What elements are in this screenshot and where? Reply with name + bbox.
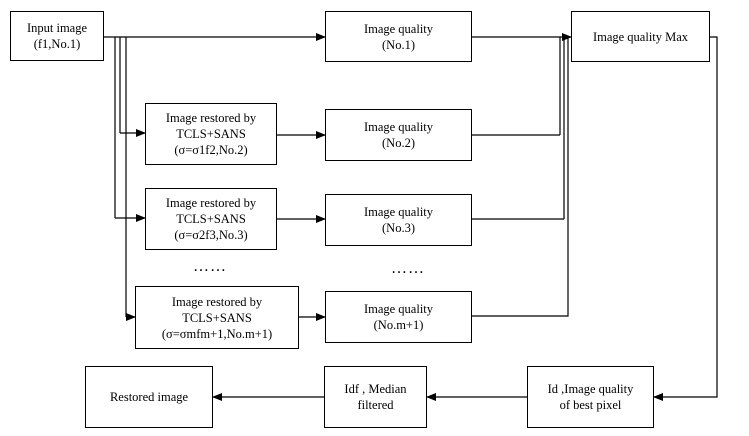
best-pixel-line2: of best pixel [559,398,622,412]
restored-m-line3: (σ=σmfm+1,No.m+1) [161,326,273,341]
image-quality-2-label: Image quality [363,120,434,134]
image-quality-1-number: (No.1) [382,37,415,52]
restored-m-line2: TCLS+SANS [182,310,252,325]
restored-m-line1: Image restored by [171,294,263,309]
restored-2-line1: Image restored by [165,111,257,125]
edge-quality-m-max [472,37,569,317]
image-quality-m-label: Image quality [363,302,434,316]
median-filtered-box: Idf , Median filtered [324,366,427,428]
restored-image-2-box: Image restored by TCLS+SANS (σ=σ1f2,No.2… [145,103,277,165]
restored-3-line2: TCLS+SANS [176,212,246,226]
image-quality-2-box: Image quality (No.2) [325,109,472,161]
image-quality-3-number: (No.3) [382,221,415,235]
restored-image-3-box: Image restored by TCLS+SANS (σ=σ2f3,No.3… [145,188,277,250]
image-quality-max-label: Image quality Max [592,29,689,44]
image-quality-3-box: Image quality (No.3) [325,194,472,246]
image-quality-1-label: Image quality [363,21,434,36]
restored-image-m-box: Image restored by TCLS+SANS (σ=σmfm+1,No… [135,286,299,349]
restored-2-line3: (σ=σ1f2,No.2) [174,143,248,157]
edge-max-best-pixel [653,36,718,401]
ellipsis-left: …… [193,258,227,275]
image-quality-m-box: Image quality (No.m+1) [325,291,472,343]
image-quality-3-label: Image quality [363,205,434,219]
restored-image-final-label: Restored image [109,390,189,404]
ellipsis-right: …… [391,260,425,277]
image-quality-2-number: (No.2) [382,136,415,150]
image-quality-m-number: (No.m+1) [373,318,424,332]
best-pixel-box: Id ,Image quality of best pixel [527,366,654,428]
median-line2: filtered [357,398,394,412]
median-line1: Idf , Median [344,382,407,396]
image-quality-max-box: Image quality Max [571,11,710,62]
restored-image-final-box: Restored image [85,366,213,428]
restored-2-line2: TCLS+SANS [176,127,246,141]
restored-3-line3: (σ=σ2f3,No.3) [174,228,248,242]
restored-3-line1: Image restored by [165,196,257,210]
image-quality-1-box: Image quality (No.1) [325,11,472,62]
input-image-label: Input image [26,21,88,35]
input-image-params: (f1,No.1) [33,37,81,51]
best-pixel-line1: Id ,Image quality [547,382,634,396]
input-image-box: Input image (f1,No.1) [10,11,104,61]
